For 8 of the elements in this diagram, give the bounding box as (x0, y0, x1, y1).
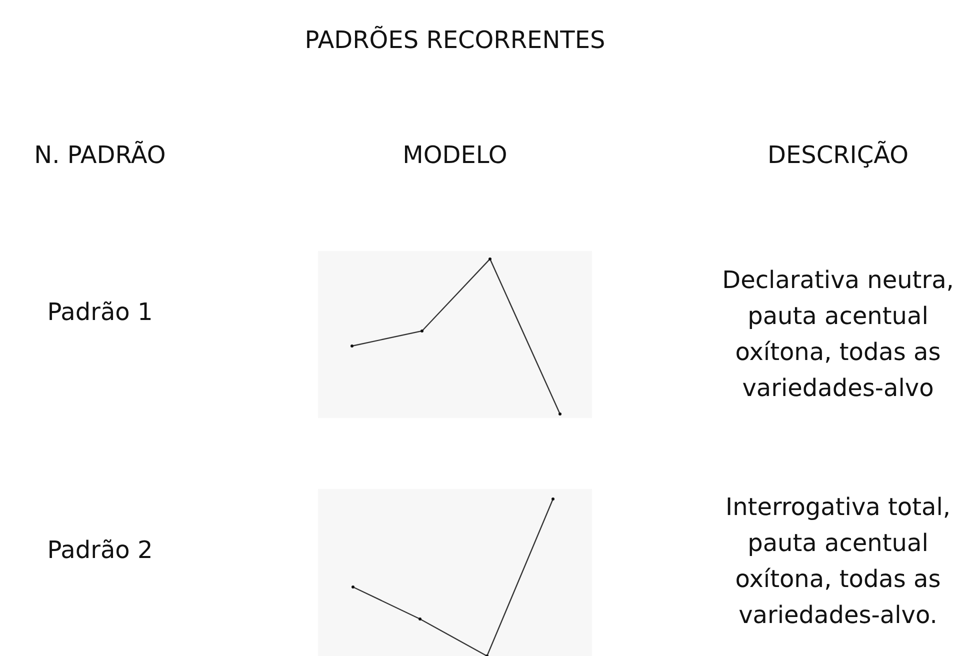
description-text: Declarativa neutra, pauta acentual oxítona, todas as variedades-alvo (721, 265, 955, 404)
row-label: Padrão 2 (46, 535, 154, 566)
title: PADRÕES RECORRENTES (304, 24, 606, 56)
description-text: Interrogativa total, pauta acentual oxítona, todas as variedades-alvo. (724, 492, 952, 631)
column-header: N. PADRÃO (33, 140, 167, 171)
row-label: Padrão 1 (46, 297, 154, 328)
column-header: MODELO (402, 140, 508, 171)
column-header: DESCRIÇÃO (766, 140, 910, 171)
